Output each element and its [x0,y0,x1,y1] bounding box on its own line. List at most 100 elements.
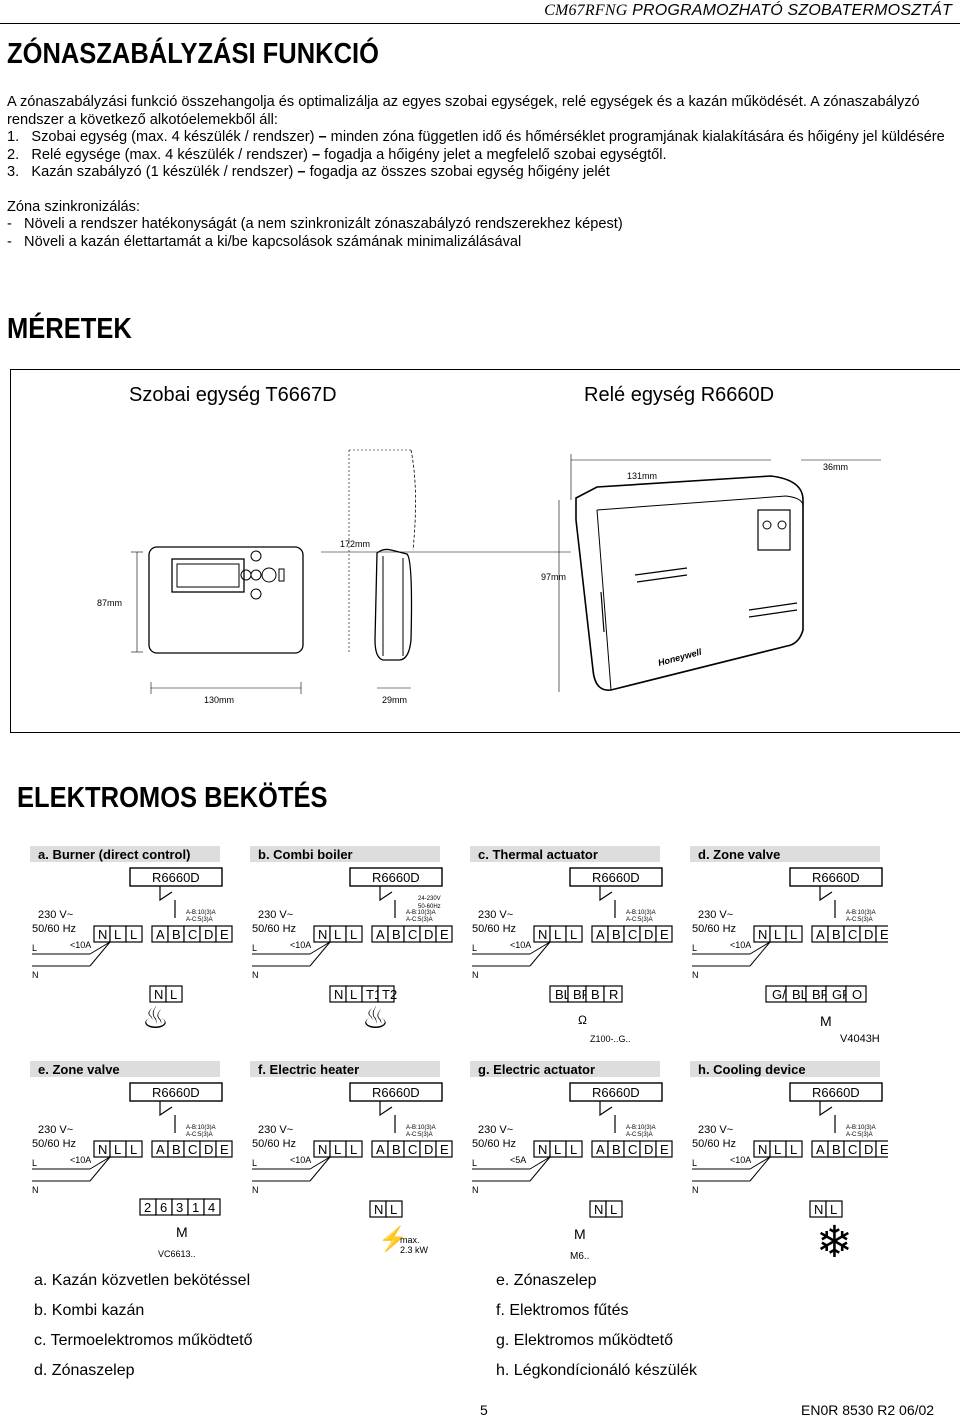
wiring-diagram: e. Zone valveR6660DA-B:10(3)AA-C:5(3)A23… [30,1061,233,1259]
supply-lines [252,1156,331,1182]
terminal-label: N [98,1142,107,1157]
terminal-label: L [334,927,341,942]
rating-label: A-B:10(3)A [406,1125,436,1131]
max-label: max. [400,1235,420,1245]
line-label: L [252,943,257,953]
rating-label: A-B:10(3)A [186,910,216,916]
rating-label: A-B:10(3)A [406,910,436,916]
terminal [825,1200,843,1218]
document-header: CM67RFNG PROGRAMOZHATÓ SZOBATERMOSZTÁT [544,2,952,20]
legend-item: h. Légkondícionáló készülék [496,1362,698,1379]
terminal [125,925,143,943]
terminal-label: B [832,1142,841,1157]
relay-box [349,1082,443,1102]
terminal [215,925,233,943]
terminal [435,1140,453,1158]
terminal-label: N [374,1202,383,1217]
wiring-diagrams: a. Burner (direct control)R6660DA-B:10(3… [30,846,888,1266]
terminal [875,925,888,943]
line-label: N [252,1185,259,1195]
line-label: L [692,1158,697,1168]
page-number: 5 [480,1402,488,1418]
sync-title: Zóna szinkronizálás: [7,198,141,215]
diagram-title: c. Thermal actuator [478,847,598,862]
room-unit-display [171,558,245,593]
supply-voltage: 230 V~ [258,909,293,921]
legend-item: g. Elektromos működtető [496,1332,673,1349]
terminal-label: L [554,927,561,942]
component-item: 2. Relé egysége (max. 4 készülék / rends… [7,146,667,163]
terminal-label: D [864,1142,873,1157]
motor-icon: M [574,1226,586,1242]
terminal-label: E [880,1142,888,1157]
terminal [215,1140,233,1158]
relay-box [569,1082,663,1102]
relay-label: R6660D [152,1085,200,1100]
line-label: N [32,1185,39,1195]
terminal-label: A [816,1142,825,1157]
relay-switch-icon [819,1101,836,1133]
terminal-label: T2 [382,987,397,1002]
terminal [377,985,395,1003]
supply-lines [472,941,551,967]
terminal [785,925,803,943]
supply-lines [472,1156,551,1182]
legend-item: e. Zónaszelep [496,1272,597,1289]
fuse-label: <5A [510,1155,526,1165]
relay-label: R6660D [592,1085,640,1100]
relay-switch-icon [599,886,616,918]
supply-lines [32,941,111,967]
terminal-label: L [790,1142,797,1157]
component-item: 3. Kazán szabályzó (1 készülék / rendsze… [7,164,610,180]
terminal-label: L [390,1202,397,1217]
legend-item: f. Elektromos fűtés [496,1302,629,1319]
room-unit-front [148,546,304,654]
terminal-label: 3 [176,1200,183,1215]
terminal-label: C [628,927,637,942]
terminal-label: N [758,1142,767,1157]
terminal-label: B [832,927,841,942]
terminal-label: D [644,927,653,942]
burner-icon: ♨ [362,1002,389,1035]
wiring-diagram: b. Combi boilerR6660D24-230V50-60HzA-B:1… [250,846,453,1035]
terminal-label: E [220,927,229,942]
terminal-label: A [156,927,165,942]
document-code: EN0R 8530 R2 06/02 [801,1402,935,1418]
terminal [603,985,623,1003]
supply-frequency: 50/60 Hz [472,923,516,935]
supply-lines [32,1156,111,1182]
line-label: N [692,970,699,980]
terminal [875,1140,888,1158]
supply-voltage: 230 V~ [38,909,73,921]
supply-voltage: 230 V~ [698,909,733,921]
part-label: Z100-..G.. [590,1034,631,1044]
supply-frequency: 50/60 Hz [32,923,76,935]
motor-icon: M [176,1224,188,1240]
terminal-label: 2 [144,1200,151,1215]
supply-lines [692,1156,771,1182]
dim-room-depth: 29mm [382,695,408,705]
rating-label: A-C:5(3)A [406,1132,433,1138]
legend-item: a. Kazán közvetlen bekötéssel [34,1272,251,1289]
terminal-label: T1 [366,987,381,1002]
wiring-diagram: g. Electric actuatorR6660DA-B:10(3)AA-C:… [470,1061,673,1262]
terminal-label: A [376,1142,385,1157]
terminal-label: D [644,1142,653,1157]
terminal-label: A [376,927,385,942]
legend-item: c. Termoelektromos működtető [34,1332,253,1349]
relay-switch-icon [379,1101,396,1133]
terminal-label: C [848,1142,857,1157]
terminal [435,925,453,943]
terminal-label: N [334,987,343,1002]
terminal-label: C [628,1142,637,1157]
terminal-label: B [392,1142,401,1157]
terminal-label: R [609,987,618,1002]
